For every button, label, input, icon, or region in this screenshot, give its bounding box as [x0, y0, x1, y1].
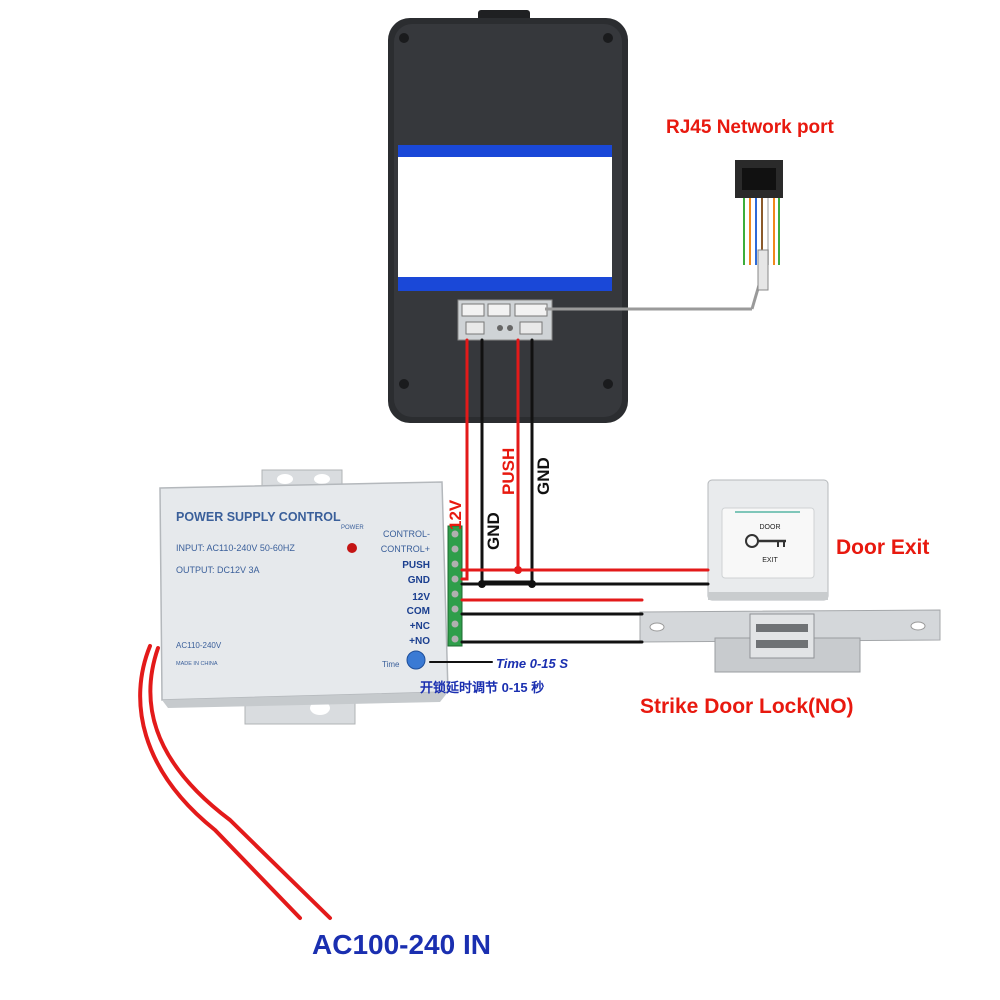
door-exit-button	[707, 479, 829, 601]
power-led-icon	[347, 543, 357, 553]
psu-input-spec: INPUT: AC110-240V 50-60HZ	[176, 543, 295, 553]
psu-made-in: MADE IN CHINA	[176, 661, 218, 667]
wire-label-gnd-left: GND	[484, 512, 503, 550]
wire-junction-gnd-left	[478, 580, 486, 588]
wire-junction-push	[514, 566, 522, 574]
psu-title: POWER SUPPLY CONTROL	[176, 510, 341, 524]
psu-ac-label: AC110-240V	[176, 641, 222, 650]
time-range-label: Time 0-15 S	[496, 656, 568, 671]
terminal-control-plus: CONTROL+	[381, 544, 430, 554]
strike-lock-label: Strike Door Lock(NO)	[640, 695, 854, 718]
wire-junction-gnd-right	[528, 580, 536, 588]
strike-door-lock	[639, 609, 941, 673]
psu-power-label: POWER	[341, 525, 364, 531]
power-supply-box	[159, 469, 463, 725]
wire-ac-input-1	[148, 646, 332, 920]
terminal-12v: 12V	[412, 592, 430, 603]
exit-button-exit-text: EXIT	[762, 557, 778, 564]
psu-output-spec: OUTPUT: DC12V 3A	[176, 565, 260, 575]
terminal-gnd: GND	[408, 575, 430, 586]
ac-input-label: AC100-240 IN	[312, 929, 491, 960]
terminal-no: +NO	[409, 636, 430, 647]
key-icon	[745, 534, 786, 548]
terminal-labels: CONTROL- CONTROL+ PUSH GND 12V COM +NC +…	[381, 529, 431, 647]
terminal-com: COM	[407, 606, 430, 617]
psu-time-label: Time	[382, 660, 400, 669]
wires	[138, 338, 710, 920]
time-range-cn-label: 开锁延时调节 0-15 秒	[420, 680, 544, 695]
wire-12v-red	[460, 338, 469, 581]
panel-connector-board	[457, 299, 553, 341]
wire-label-push: PUSH	[499, 448, 518, 495]
terminal-control-minus: CONTROL-	[383, 529, 430, 539]
wire-label-gnd-right: GND	[534, 457, 553, 495]
access-control-panel	[388, 10, 628, 423]
door-exit-label: Door Exit	[836, 536, 929, 559]
rj45-label: RJ45 Network port	[666, 117, 835, 138]
exit-button-door-text: DOOR	[760, 524, 781, 531]
rj45-connector	[545, 160, 783, 311]
wire-ac-input-2	[138, 644, 302, 920]
time-knob-icon[interactable]	[406, 650, 426, 670]
wire-label-12v: 12V	[446, 499, 465, 530]
panel-screen	[398, 145, 612, 291]
terminal-nc: +NC	[410, 621, 430, 632]
terminal-push: PUSH	[402, 560, 430, 571]
